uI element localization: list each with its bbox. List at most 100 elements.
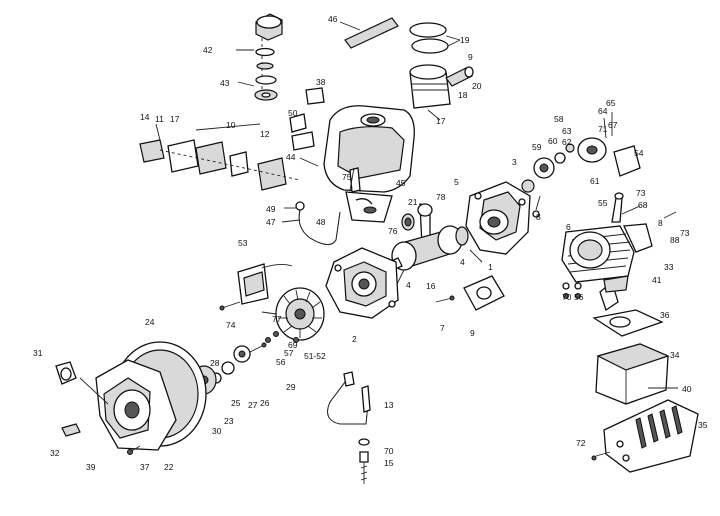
callout-4a: 4 [460,257,465,267]
callout-1: 1 [488,262,493,272]
callout-32: 32 [50,448,60,458]
callout-75: 75 [342,172,352,182]
fuel-cap-assembly [236,13,283,101]
callout-43: 43 [220,78,230,88]
callout-5: 5 [454,177,459,187]
callout-30: 30 [212,426,222,436]
gasket-part [435,275,505,311]
callout-27: 27 [248,400,258,410]
callout-56b: 56 [276,357,286,367]
callout-73a: 73 [636,188,646,198]
callout-54: 54 [634,148,644,158]
crankcase-right [465,181,531,263]
callout-12: 12 [260,129,270,139]
fuel-tube [327,371,371,425]
callout-62: 62 [562,137,572,147]
ignition-coil [219,263,293,311]
cylinder-assembly [561,192,653,283]
piston-assembly [409,22,474,121]
callout-15: 15 [384,458,394,468]
callout-69: 69 [288,340,298,350]
callout-36: 36 [660,310,670,320]
bolt-part [358,438,370,484]
fuel-line-assembly [281,167,373,245]
callout-2: 2 [352,334,357,344]
callout-9b: 9 [470,328,475,338]
callout-67: 67 [608,120,618,130]
callout-18: 18 [458,90,468,100]
callout-53: 53 [238,238,248,248]
callout-35: 35 [698,420,708,430]
ignition-parts [521,112,641,218]
callout-70a: 70 [562,292,572,302]
callout-17: 17 [436,116,446,126]
callout-59: 59 [532,142,542,152]
muffler-shield [591,387,699,473]
callout-8b: 8 [658,218,663,228]
callout-63: 63 [562,126,572,136]
callout-29: 29 [286,382,296,392]
callout-64: 64 [598,106,608,116]
callout-8a: 8 [536,212,541,222]
callout-22: 22 [164,462,174,472]
loose-parts [61,423,141,455]
bracket-parts [289,87,325,167]
callout-26: 26 [260,398,270,408]
callout-72: 72 [576,438,586,448]
callout-23: 23 [224,416,234,426]
air-filter-group [139,123,301,191]
callout-76: 76 [388,226,398,236]
callout-24: 24 [145,317,155,327]
callout-14: 14 [140,112,150,122]
callout-4b: 4 [406,280,411,290]
callout-11: 11 [155,114,164,124]
callout-19: 19 [460,35,470,45]
strap-part [339,17,399,49]
muffler-body [595,343,670,405]
callout-71: 71 [598,124,608,134]
callout-68: 68 [638,200,648,210]
callout-49: 49 [266,204,276,214]
callout-61: 61 [590,176,600,186]
callout-39: 39 [86,462,96,472]
callout-28: 28 [210,358,220,368]
callout-10: 10 [226,120,236,130]
callout-41: 41 [652,275,662,285]
callout-20: 20 [472,81,482,91]
callout-17b: 17 [170,114,180,124]
callout-50: 50 [288,108,298,118]
callout-13: 13 [384,400,394,410]
callout-55: 55 [598,198,608,208]
callout-46: 46 [328,14,338,24]
callout-labels: 42 43 46 19 9 18 20 17 38 50 44 14 11 17… [33,14,708,472]
callout-88: 88 [670,235,680,245]
fuel-tank [323,105,415,223]
callout-38: 38 [316,77,326,87]
small-hardware [261,205,677,343]
callout-44: 44 [286,152,296,162]
muffler-gasket [562,275,664,337]
callout-42: 42 [203,45,213,55]
callout-58: 58 [554,114,564,124]
callout-70b: 70 [384,446,394,456]
callout-47: 47 [266,217,276,227]
callout-5152: 51-52 [304,351,326,361]
callout-60: 60 [548,136,558,146]
callout-77: 77 [272,314,282,324]
callout-57: 57 [284,348,294,358]
callout-45: 45 [396,178,406,188]
callout-74: 74 [226,320,236,330]
callout-34: 34 [670,350,680,360]
callout-6: 6 [566,222,571,232]
callout-16: 16 [426,281,436,291]
callout-33: 33 [664,262,674,272]
callout-65: 65 [606,98,616,108]
callout-37: 37 [140,462,150,472]
crankcase-left [325,247,399,319]
callout-31: 31 [33,348,43,358]
callout-7: 7 [440,323,445,333]
callout-9a: 9 [468,52,473,62]
flywheel [275,287,325,341]
callout-56a: 56 [574,292,584,302]
